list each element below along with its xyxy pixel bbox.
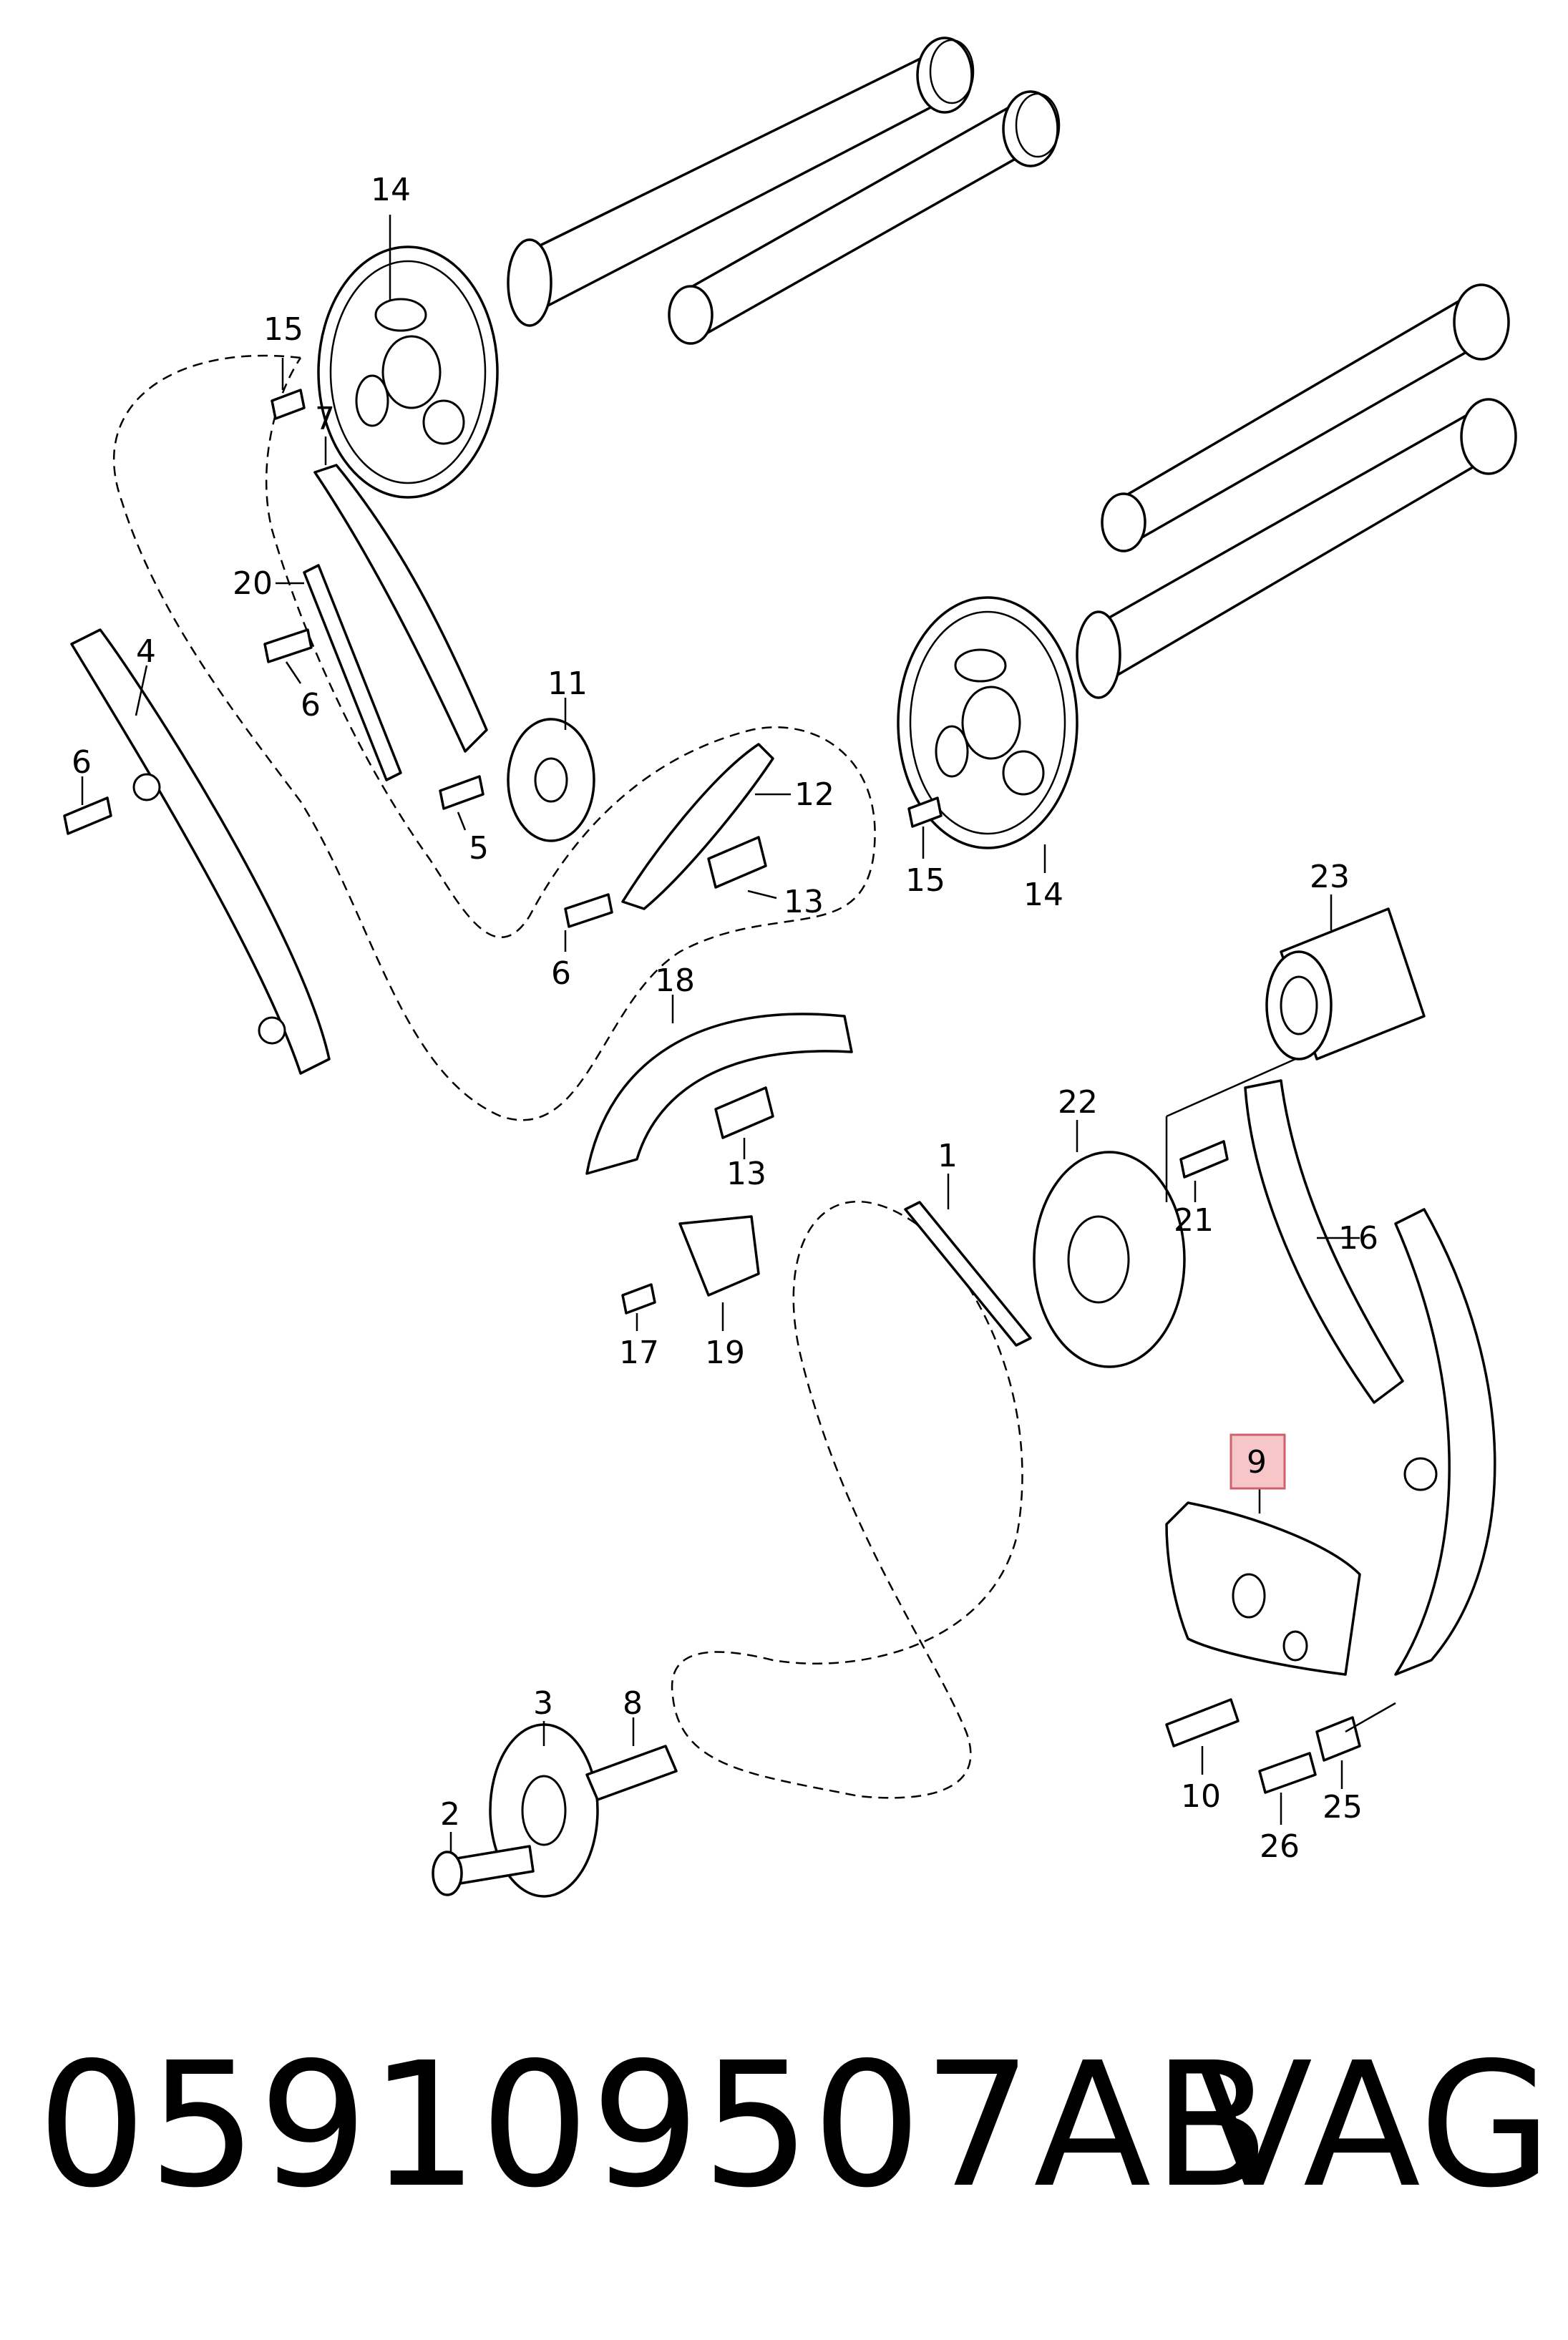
camshaft-sprocket-lower [897, 596, 1078, 849]
guide-rail-18 [585, 1013, 853, 1175]
label-21: 21 [1174, 1202, 1214, 1239]
label-8: 8 [623, 1685, 643, 1722]
label-20: 20 [233, 565, 273, 602]
bolt-6-mid [263, 628, 313, 663]
label-6-mid: 6 [301, 687, 321, 723]
sleeve-13-lower [714, 1086, 774, 1139]
balance-shaft-chain-20 [303, 564, 402, 781]
label-7: 7 [315, 401, 335, 437]
guide-rail-16 [1244, 1079, 1404, 1404]
timing-chain-exploded-diagram: 14 15 7 20 4 6 6 11 5 12 13 6 18 13 15 1… [63, 36, 1517, 1898]
chain-tensioner-9 [1165, 1501, 1361, 1676]
label-4: 4 [136, 633, 156, 670]
sprocket-22 [1033, 1151, 1186, 1368]
label-15-upper: 15 [263, 311, 303, 348]
bolt-15-upper [271, 389, 306, 420]
camshaft-upper-rear [668, 90, 1061, 345]
bolt-6-left [63, 796, 112, 835]
gear-23 [1265, 907, 1426, 1061]
highlight-box-9 [1229, 1433, 1286, 1490]
bolt-5 [439, 775, 484, 810]
bolt-15-lower [907, 796, 943, 828]
bolt-26 [1258, 1752, 1317, 1794]
part-number: 059109507AB [37, 2025, 1272, 2226]
label-12: 12 [794, 776, 834, 813]
chain-guide-4 [70, 628, 331, 1075]
label-10: 10 [1181, 1778, 1221, 1815]
label-9: 9 [1247, 1444, 1267, 1481]
part-labels: 14 15 7 20 4 6 6 11 5 12 13 6 18 13 15 1… [72, 172, 1378, 1865]
spring-8 [585, 1745, 678, 1801]
camshaft-sprocket-upper [317, 245, 499, 499]
bolt-2 [432, 1845, 535, 1896]
camshaft-lower-front [1076, 398, 1517, 699]
brand-name: VAG [1195, 2025, 1554, 2226]
label-25: 25 [1323, 1789, 1363, 1825]
sleeve-25 [1315, 1716, 1361, 1762]
tensioning-rail-7 [313, 464, 488, 753]
label-18: 18 [655, 962, 695, 999]
guide-rail-12 [621, 743, 774, 910]
label-6-lower: 6 [551, 955, 571, 992]
label-13-lower: 13 [726, 1156, 766, 1192]
bolt-21 [1179, 1140, 1229, 1179]
bolt-6-lower [564, 893, 613, 928]
label-1: 1 [938, 1138, 958, 1174]
label-15-lower: 15 [905, 862, 945, 899]
label-14-upper: 14 [371, 172, 411, 208]
sprocket-11 [507, 718, 595, 842]
lower-timing-chain-path [671, 1200, 1023, 1799]
label-3: 3 [533, 1685, 553, 1722]
label-11: 11 [547, 666, 588, 702]
label-17: 17 [619, 1335, 659, 1371]
bracket-19 [678, 1215, 760, 1297]
sleeve-13-upper [707, 836, 767, 889]
leader-lines [81, 215, 1396, 1853]
bolt-17 [621, 1283, 656, 1315]
upper-timing-chain-path [112, 354, 876, 1121]
label-6-left: 6 [72, 744, 92, 781]
camshaft-lower-rear [1101, 283, 1510, 552]
label-2: 2 [440, 1796, 460, 1833]
label-16: 16 [1338, 1220, 1378, 1257]
label-14-lower: 14 [1023, 877, 1063, 913]
label-22: 22 [1058, 1084, 1098, 1121]
timing-chain-1 [904, 1201, 1032, 1347]
label-19: 19 [705, 1335, 745, 1371]
label-13-upper: 13 [784, 884, 824, 920]
label-5: 5 [469, 830, 489, 867]
bolt-10 [1165, 1698, 1240, 1747]
label-26: 26 [1260, 1828, 1300, 1865]
camshaft-upper-front [507, 36, 975, 327]
label-23: 23 [1310, 859, 1350, 895]
